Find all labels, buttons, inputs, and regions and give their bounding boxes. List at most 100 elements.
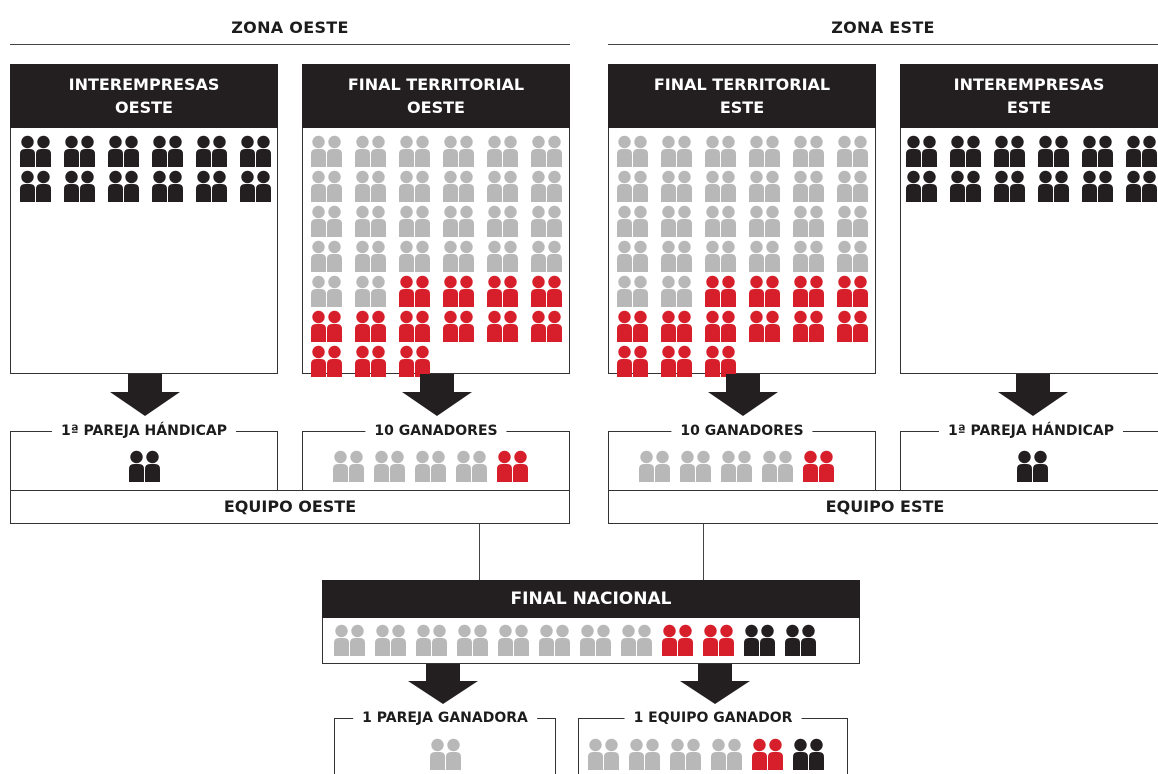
person-icon (129, 450, 144, 482)
person-icon (503, 240, 518, 272)
person-icon (633, 205, 648, 237)
person-icon (621, 624, 636, 656)
person-icon (966, 170, 981, 202)
pair-icon-gray (498, 624, 529, 656)
person-icon (487, 170, 502, 202)
person-icon (432, 624, 447, 656)
pair-icon-red (617, 345, 661, 377)
zone-east-rule (608, 44, 1158, 45)
figure-row-outcome-team (588, 738, 824, 770)
person-icon (906, 135, 921, 167)
pair-icon-gray (355, 275, 399, 307)
person-icon (355, 310, 370, 342)
pair-icon-gray (399, 205, 443, 237)
person-icon (36, 170, 51, 202)
pair-icon-black (20, 170, 64, 202)
pair-icon-gray (837, 135, 881, 167)
zone-east-title: ZONA ESTE (831, 18, 935, 37)
person-icon (655, 450, 670, 482)
pair-icon-gray (711, 738, 742, 770)
person-icon (721, 450, 736, 482)
person-icon (837, 205, 852, 237)
person-icon (531, 275, 546, 307)
person-icon (399, 170, 414, 202)
pair-icon-black (994, 170, 1038, 202)
team-bar-west: EQUIPO OESTE (10, 490, 570, 524)
pair-icon-red (752, 738, 783, 770)
arrow-down-icon (408, 664, 478, 704)
person-icon (457, 624, 472, 656)
pair-icon-gray (416, 624, 447, 656)
person-icon (727, 738, 742, 770)
person-icon (633, 310, 648, 342)
pair-icon-gray (837, 240, 881, 272)
person-icon (677, 240, 692, 272)
person-icon (749, 310, 764, 342)
person-icon (80, 170, 95, 202)
person-icon (853, 135, 868, 167)
person-icon (327, 275, 342, 307)
person-icon (705, 310, 720, 342)
pair-icon-black (240, 135, 284, 167)
pair-icon-gray (617, 275, 661, 307)
person-icon (922, 170, 937, 202)
pair-icon-gray (639, 450, 670, 482)
person-icon (819, 450, 834, 482)
person-icon (686, 738, 701, 770)
person-icon (256, 170, 271, 202)
pair-icon-gray (374, 450, 405, 482)
person-icon (36, 135, 51, 167)
person-icon (1098, 170, 1113, 202)
pair-icon-gray (670, 738, 701, 770)
pair-icon-gray (705, 240, 749, 272)
person-icon (371, 170, 386, 202)
person-icon (355, 135, 370, 167)
pair-icon-gray (793, 205, 837, 237)
person-icon (371, 135, 386, 167)
person-icon (350, 624, 365, 656)
pair-icon-black (108, 135, 152, 167)
pair-icon-black (1082, 135, 1126, 167)
person-icon (677, 205, 692, 237)
person-icon (371, 205, 386, 237)
person-icon (721, 170, 736, 202)
panel-final-territorial-oeste-header: FINAL TERRITORIAL OESTE (302, 64, 570, 128)
person-icon (721, 205, 736, 237)
pair-icon-gray (531, 240, 575, 272)
pair-icon-black (1126, 135, 1158, 167)
person-icon (617, 135, 632, 167)
person-icon (633, 345, 648, 377)
person-icon (801, 624, 816, 656)
person-icon (327, 345, 342, 377)
pair-icon-gray (621, 624, 652, 656)
person-icon (1010, 170, 1025, 202)
pair-icon-red (661, 310, 705, 342)
person-icon (487, 310, 502, 342)
pair-icon-gray (793, 135, 837, 167)
person-icon (355, 275, 370, 307)
pair-icon-gray (629, 738, 660, 770)
person-icon (670, 738, 685, 770)
pair-icon-gray (617, 170, 661, 202)
pair-icon-gray (837, 170, 881, 202)
person-icon (196, 135, 211, 167)
person-icon (749, 205, 764, 237)
pair-icon-gray (443, 170, 487, 202)
pair-icon-black (64, 170, 108, 202)
person-icon (472, 450, 487, 482)
person-icon (513, 450, 528, 482)
person-icon (853, 310, 868, 342)
person-icon (547, 310, 562, 342)
person-icon (793, 135, 808, 167)
person-icon (633, 240, 648, 272)
person-icon (431, 450, 446, 482)
person-icon (497, 450, 512, 482)
person-icon (680, 450, 695, 482)
person-icon (399, 205, 414, 237)
pair-icon-black (785, 624, 816, 656)
person-icon (749, 170, 764, 202)
pair-icon-gray (580, 624, 611, 656)
person-icon (837, 170, 852, 202)
person-icon (371, 345, 386, 377)
person-icon (443, 135, 458, 167)
